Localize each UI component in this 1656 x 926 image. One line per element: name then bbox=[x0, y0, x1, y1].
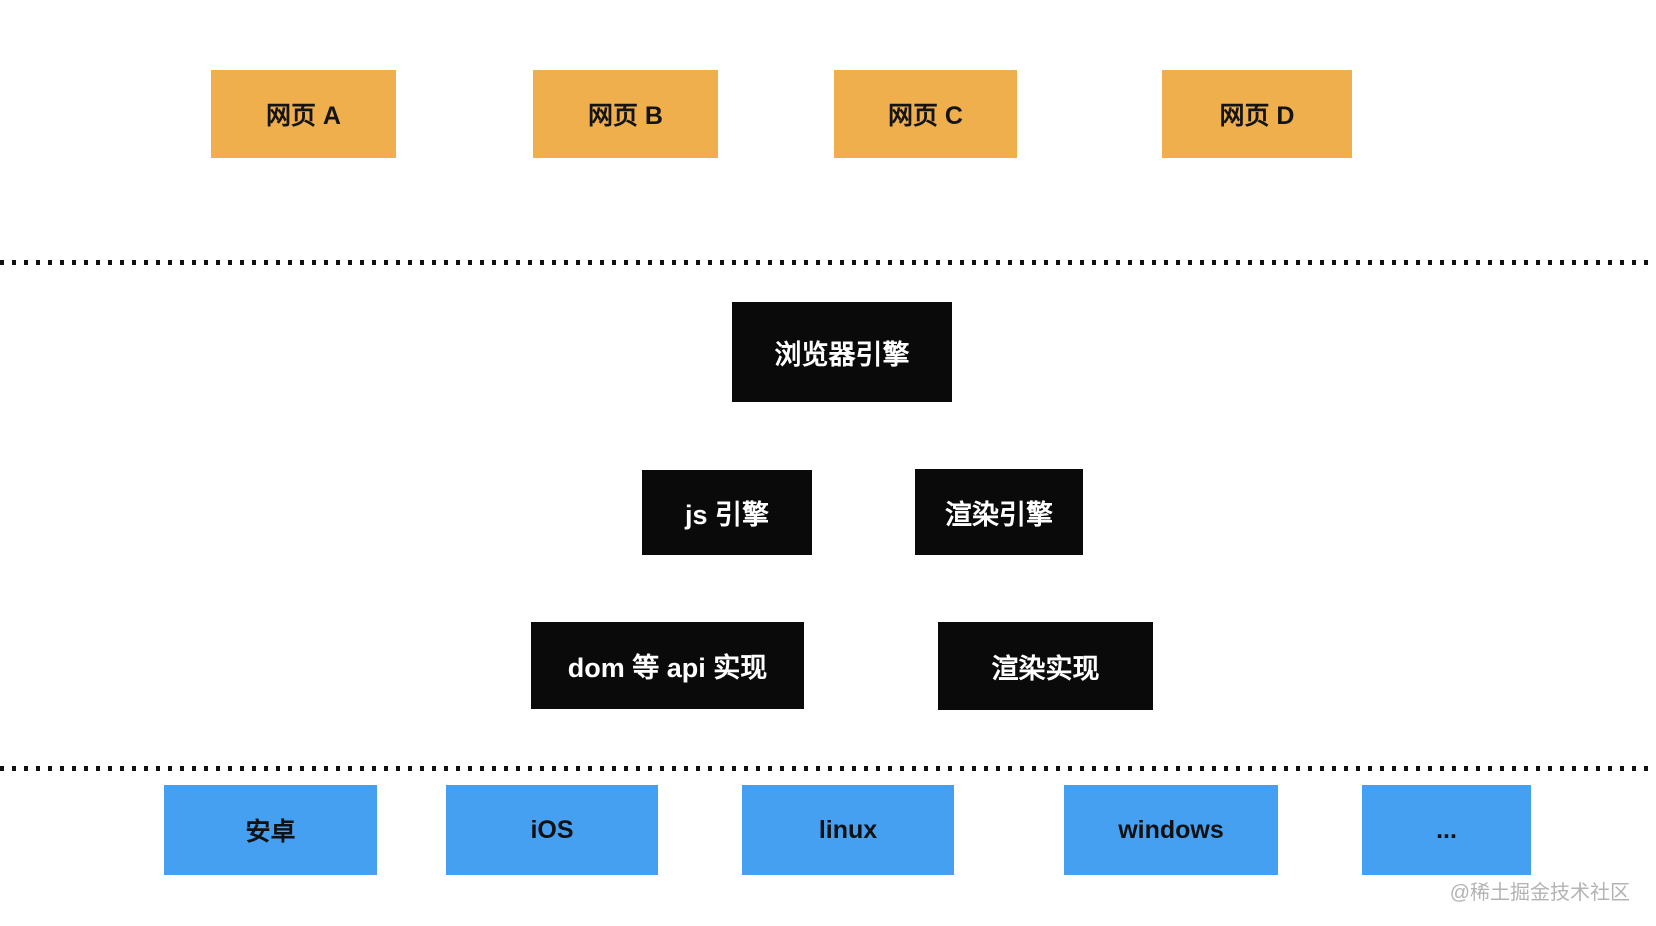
platform-windows-box: windows bbox=[1064, 785, 1278, 875]
webpage-d-box: 网页 D bbox=[1162, 70, 1352, 158]
juejin-watermark: @稀土掘金技术社区 bbox=[1449, 882, 1630, 904]
platform-more-box: ... bbox=[1362, 785, 1531, 875]
browser-engine-box: 浏览器引擎 bbox=[732, 302, 952, 402]
platform-ios-box: iOS bbox=[446, 785, 658, 875]
dom-api-implementation-box: dom 等 api 实现 bbox=[531, 622, 804, 709]
platform-linux-box: linux bbox=[742, 785, 954, 875]
webpage-b-box: 网页 B bbox=[533, 70, 718, 158]
webpage-a-box: 网页 A bbox=[211, 70, 396, 158]
webpage-c-box: 网页 C bbox=[834, 70, 1017, 158]
top-dotted-separator bbox=[0, 260, 1656, 265]
render-engine-box: 渲染引擎 bbox=[915, 469, 1083, 555]
render-implementation-box: 渲染实现 bbox=[938, 622, 1153, 710]
js-engine-box: js 引擎 bbox=[642, 470, 812, 555]
bottom-dotted-separator bbox=[0, 766, 1656, 771]
platform-android-box: 安卓 bbox=[164, 785, 377, 875]
